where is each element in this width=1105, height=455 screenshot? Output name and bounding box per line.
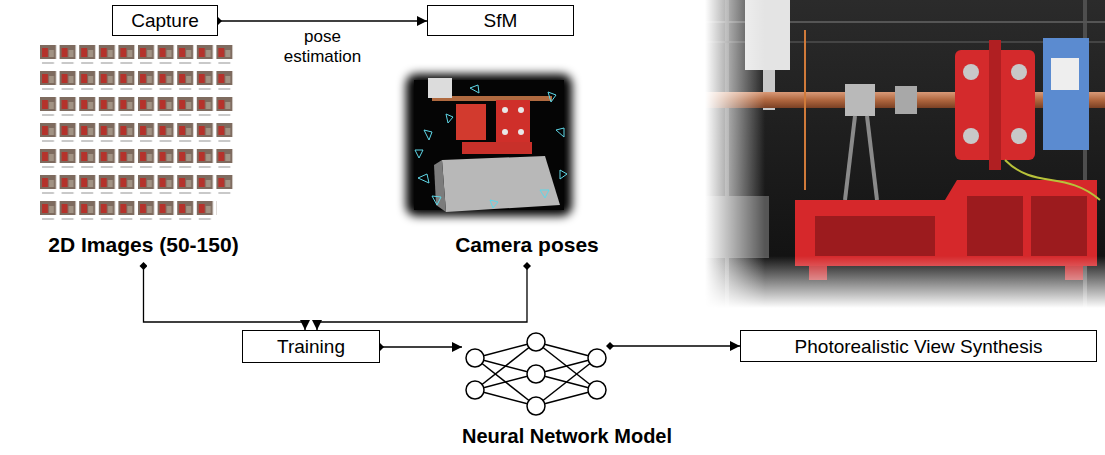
- flow-arrow: [610, 345, 740, 346]
- base-opening: [1031, 196, 1087, 256]
- photo-background: [705, 0, 1105, 308]
- caption-heading: Camera poses: [455, 232, 599, 258]
- red-base: [795, 180, 1097, 266]
- base-opening: [815, 216, 935, 256]
- bolt: [518, 129, 524, 135]
- grey-block: [442, 156, 560, 212]
- bolt: [963, 64, 979, 80]
- neuron: [527, 397, 545, 415]
- thumbnail-row: [40, 201, 216, 227]
- rod: [845, 116, 855, 200]
- neuron: [466, 381, 484, 399]
- box-label: SfM: [484, 9, 518, 32]
- neuron: [588, 381, 606, 399]
- bolt: [502, 129, 508, 135]
- box-label: Photorealistic View Synthesis: [795, 335, 1043, 358]
- neuron: [588, 349, 606, 367]
- box-label: Capture: [131, 9, 199, 32]
- bolt: [1011, 128, 1027, 144]
- red-machine: [496, 100, 530, 142]
- device-label: [1051, 58, 1079, 90]
- caption-heading: Neural Network Model: [462, 424, 611, 449]
- camera-pose-render: Camera poses: [398, 66, 610, 266]
- flow-arrow: [380, 346, 462, 347]
- process-box: Training: [242, 330, 380, 363]
- flow-arrow: [218, 20, 427, 21]
- thumbnail-rows: [40, 45, 236, 201]
- blue-device: [1043, 38, 1089, 150]
- grey-block-side: [434, 160, 446, 212]
- point-cloud-render: [406, 74, 572, 216]
- flow-arrow: [143, 266, 305, 330]
- box-label: Training: [277, 335, 345, 358]
- process-box: SfM: [427, 5, 574, 36]
- bolt: [1011, 64, 1027, 80]
- render-background: [406, 74, 572, 216]
- image-grid: [40, 45, 236, 227]
- neural-network-icon: [466, 333, 606, 415]
- fade-bottom: [705, 256, 1105, 308]
- camera-frustums: [415, 85, 567, 208]
- red-machine: [456, 104, 486, 140]
- edge-label: pose estimation: [273, 27, 373, 67]
- bolt: [518, 107, 524, 113]
- neuron: [527, 333, 545, 351]
- setup-photo: [705, 0, 1105, 308]
- bolt: [963, 128, 979, 144]
- valve: [895, 86, 917, 114]
- process-box: Capture: [112, 5, 218, 36]
- flow-arrow: [317, 266, 527, 330]
- bolt: [502, 107, 508, 113]
- base-opening: [967, 196, 1023, 256]
- rod: [867, 116, 877, 200]
- caption-heading: 2D Images (50-150): [48, 232, 238, 258]
- image-set: 2D Images (50-150): [12, 42, 275, 266]
- red-base: [462, 142, 532, 154]
- orange-tube: [804, 30, 806, 190]
- network-icon: Neural Network Model: [462, 328, 610, 420]
- output-box: Photorealistic View Synthesis: [740, 330, 1097, 362]
- yellow-wire: [1005, 160, 1100, 200]
- red-machine-core: [989, 40, 1001, 170]
- neuron: [466, 349, 484, 367]
- valve: [845, 84, 875, 116]
- white-device: [428, 78, 452, 98]
- neuron: [527, 365, 545, 383]
